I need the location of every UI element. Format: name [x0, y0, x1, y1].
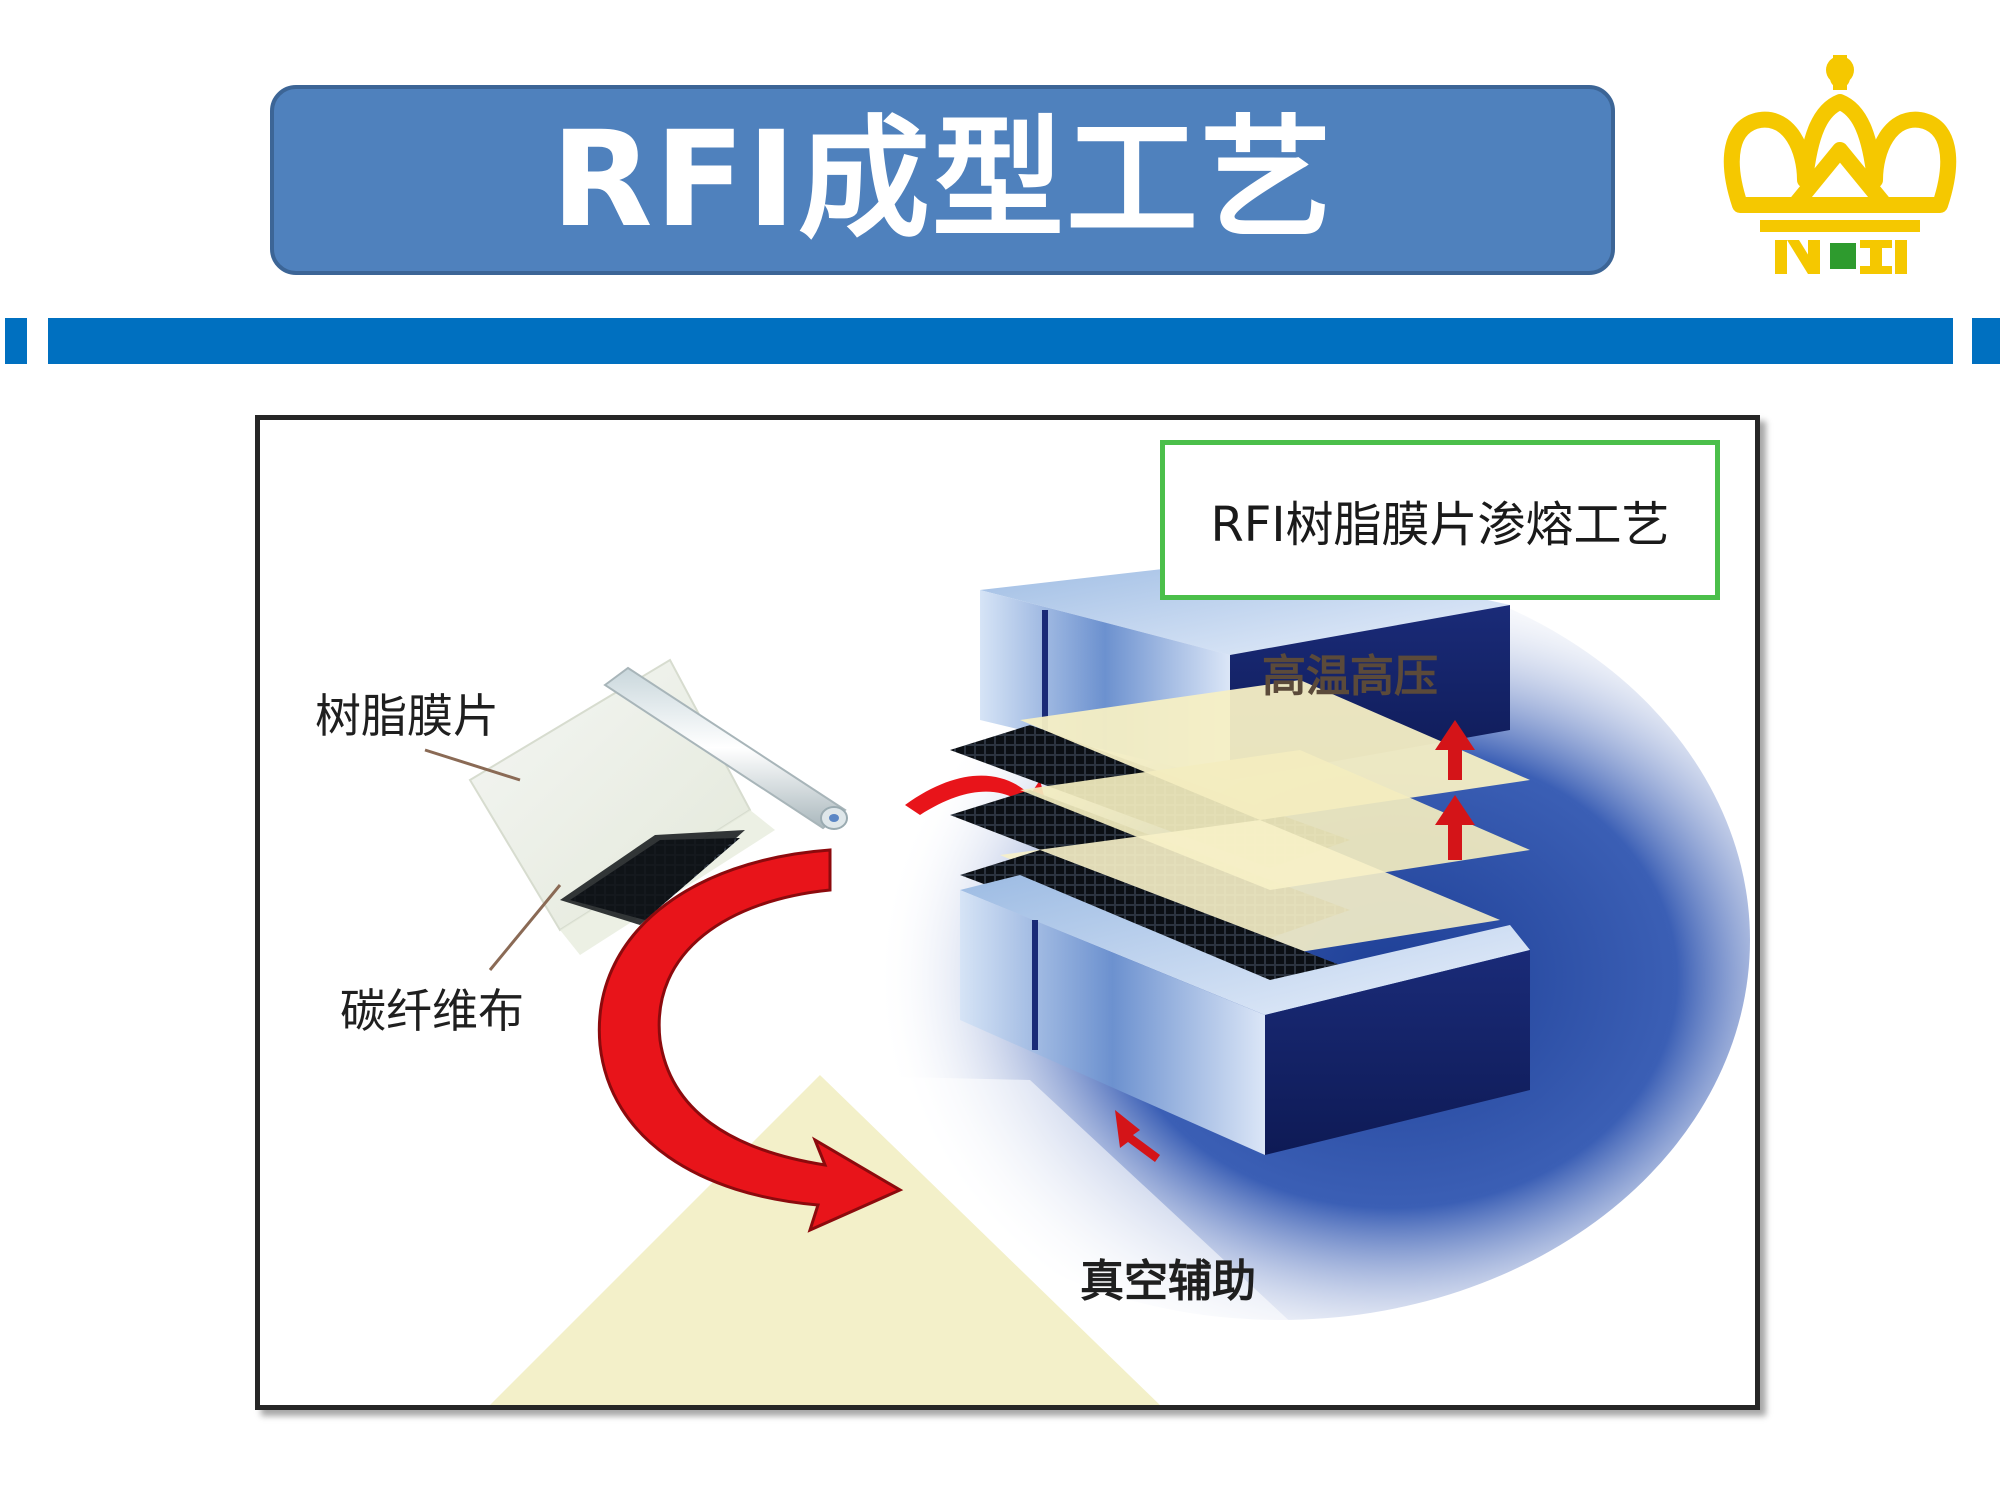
accent-bar-right [1972, 318, 2000, 364]
crown-logo-icon [1723, 55, 1957, 274]
resin-film-label: 树脂膜片 [315, 689, 499, 743]
high-temp-pressure-label: 高温高压 [1262, 651, 1438, 702]
pressure-arrow-lower-icon [1435, 795, 1475, 860]
vacuum-assist-label: 真空辅助 [1080, 1256, 1256, 1307]
lower-mold [960, 875, 1530, 1155]
process-name-label: RFI树脂膜片渗熔工艺 [1210, 497, 1670, 553]
accent-bar-main [48, 318, 1953, 364]
accent-bar-left [5, 318, 27, 364]
layer-carbon-3 [960, 850, 1340, 990]
layer-film-3 [1000, 820, 1500, 960]
carbon-fabric-leader-line [488, 884, 562, 971]
film-roller-icon [603, 666, 848, 830]
rfi-process-illustration [424, 555, 1750, 1405]
carbon-fabric-label: 碳纤维布 [340, 984, 524, 1038]
title-banner: RFI成型工艺 [270, 85, 1615, 275]
pressure-arrow-small-icon [1115, 1110, 1160, 1162]
transfer-arrow-icon [905, 775, 1050, 820]
vacuum-arrow-icon [597, 848, 904, 1233]
process-name-box: RFI树脂膜片渗熔工艺 [1160, 440, 1720, 600]
layer-film-1 [1020, 680, 1530, 820]
page-title: RFI成型工艺 [551, 103, 1334, 257]
pressure-arrow-upper-icon [1435, 720, 1475, 780]
resin-film-leader-line [424, 748, 521, 782]
beige-sheet-bottom [490, 1075, 1160, 1405]
layer-film-2 [1020, 750, 1530, 890]
